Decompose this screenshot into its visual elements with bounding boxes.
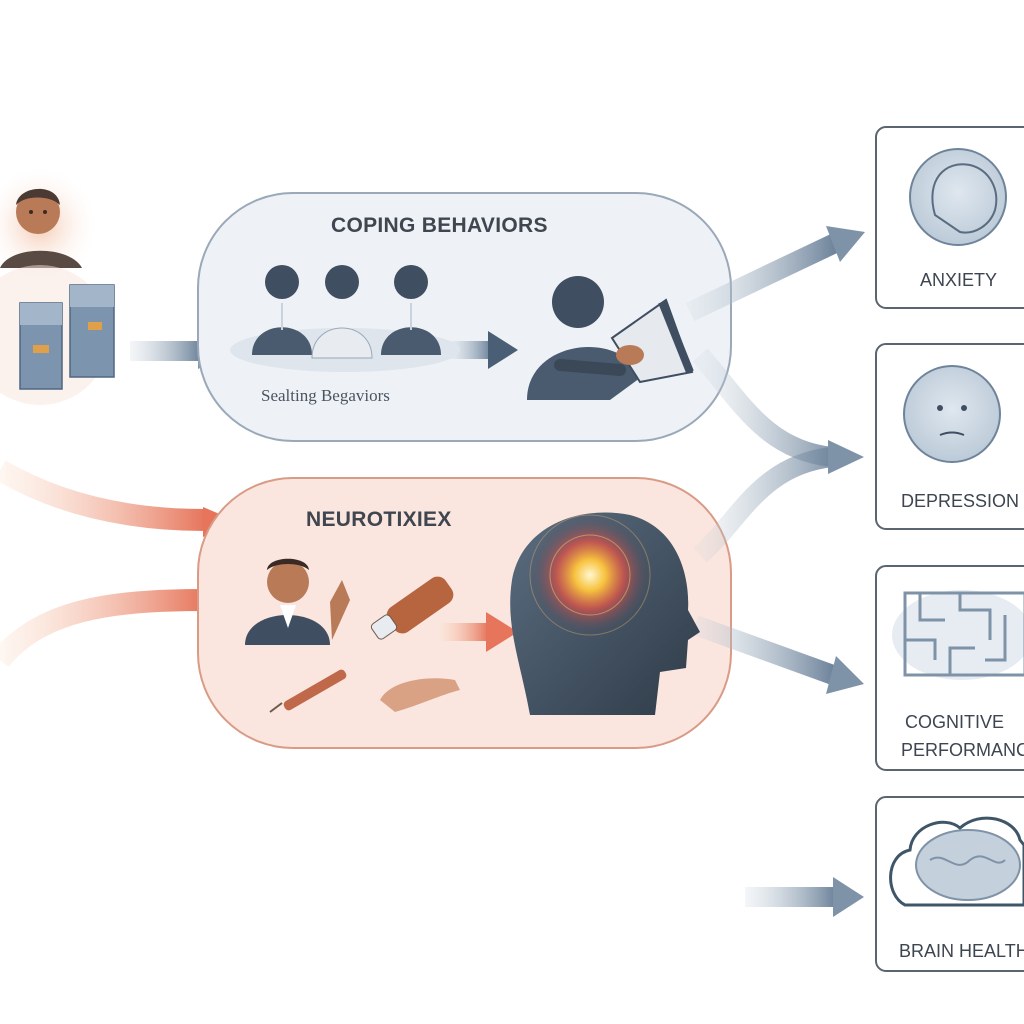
drinking-person-icon [527, 276, 640, 400]
coping-internal-arrow [450, 331, 518, 369]
coping-to-anxiety-arrow [685, 226, 865, 322]
depression-label: DEPRESSION [901, 491, 1020, 511]
anxiety-label: ANXIETY [920, 270, 998, 290]
neuro-internal-arrow [440, 612, 518, 652]
cognitive-performance-label: COGNITIVE PERFORMANCE [901, 708, 1024, 764]
brain-icon [889, 816, 1024, 907]
syringe-icon [269, 669, 347, 713]
neuro-panel-title: NEUROTIXIEX [306, 508, 452, 531]
maze-icon [892, 590, 1024, 680]
bottle-icon [610, 298, 694, 384]
group-people-icon [230, 265, 460, 372]
coping-panel-title: COPING BEHAVIORS [331, 214, 548, 237]
cognitive-label-line1: COGNITIVE [905, 712, 1005, 732]
anxiety-face-icon [909, 148, 1007, 246]
to-brain-health-arrow [745, 877, 864, 917]
hand-icon [380, 678, 460, 712]
brain-health-label: BRAIN HEALTH [899, 941, 1024, 961]
neuro-to-cognitive-arrow [691, 615, 864, 694]
coping-to-depression-arrow [692, 348, 834, 467]
head-brain-glow-icon [510, 512, 700, 715]
depression-face-icon [903, 365, 1001, 463]
person-waving-icon [245, 558, 350, 645]
pill-bottle-icon [370, 576, 454, 640]
neuro-to-depression-arrow [693, 440, 864, 563]
input-to-neuro-arrow-upper [0, 460, 236, 537]
blocks-icon [0, 265, 115, 405]
cognitive-label-line2: PERFORMANCE [901, 740, 1024, 760]
coping-panel-sublabel: Sealting Begaviors [261, 386, 390, 405]
child-icon [0, 165, 100, 285]
